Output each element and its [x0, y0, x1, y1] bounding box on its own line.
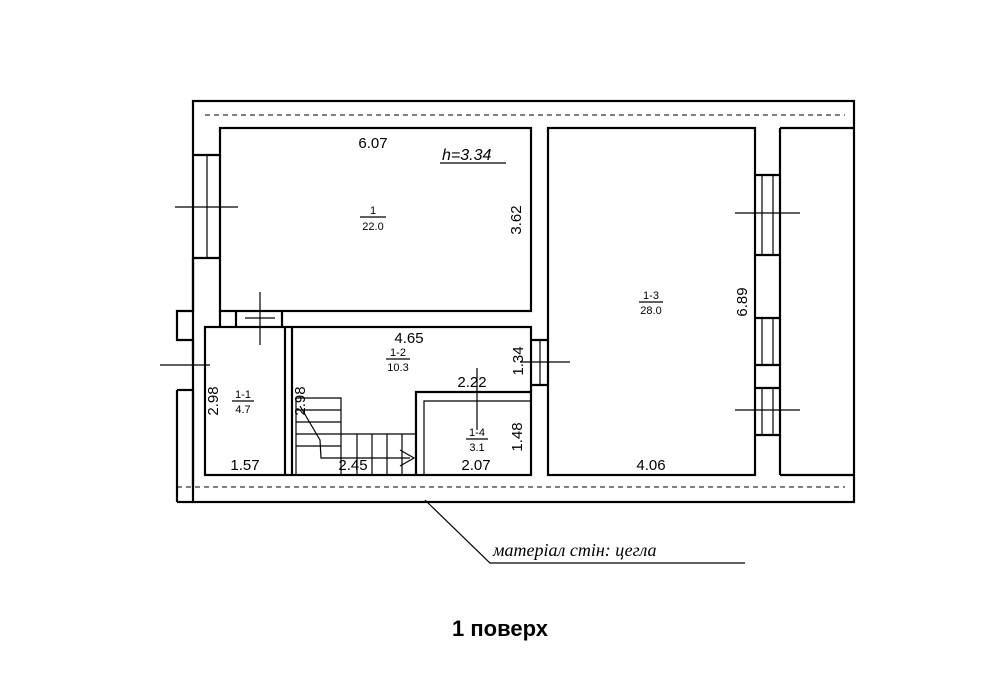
dim-room1-2-width: 4.65: [394, 330, 423, 347]
svg-text:1-2: 1-2: [390, 347, 406, 359]
ceiling-height-label: h=3.34: [442, 147, 491, 164]
dim-room1-2-depth: 2.98: [292, 386, 309, 415]
svg-text:1: 1: [370, 205, 376, 217]
svg-text:28.0: 28.0: [640, 305, 661, 317]
dim-room1-2-side: 1.34: [510, 346, 527, 375]
west-wall-jog: [175, 258, 195, 487]
dim-room1-4-width-bottom: 2.07: [461, 457, 490, 474]
room-label-1-1: 1-1 4.7: [232, 389, 254, 416]
svg-text:1-3: 1-3: [643, 290, 659, 302]
staircase: [295, 397, 416, 475]
floor-label: 1 поверх: [452, 616, 548, 641]
dim-room1-1-depth: 2.98: [205, 386, 222, 415]
east-annex-walls: [755, 126, 854, 477]
material-leader: [424, 499, 745, 564]
room-label-1-2: 1-2 10.3: [386, 347, 410, 374]
dim-room1-3-width: 4.06: [636, 457, 665, 474]
dim-room1-3-depth: 6.89: [734, 287, 751, 316]
dim-room1-2-stair: 2.45: [338, 457, 367, 474]
dim-room1-depth: 3.62: [508, 205, 525, 234]
room-label-1-3: 1-3 28.0: [639, 290, 663, 317]
svg-text:22.0: 22.0: [362, 221, 383, 233]
svg-text:3.1: 3.1: [469, 442, 484, 454]
wall-material-note: матеріал стін: цегла: [492, 540, 657, 560]
dim-room1-1-width: 1.57: [230, 457, 259, 474]
dim-room1-4-depth: 1.48: [509, 422, 526, 451]
lower-rooms-walls: [203, 311, 533, 477]
svg-text:1-1: 1-1: [235, 389, 251, 401]
room-label-1-4: 1-4 3.1: [466, 427, 488, 454]
window-markers: [160, 206, 800, 411]
svg-text:1-4: 1-4: [469, 427, 485, 439]
dim-room1-width: 6.07: [358, 135, 387, 152]
dim-room1-4-width-top: 2.22: [457, 374, 486, 391]
room-label-1: 1 22.0: [360, 205, 386, 233]
svg-text:4.7: 4.7: [235, 404, 250, 416]
svg-text:10.3: 10.3: [387, 362, 408, 374]
